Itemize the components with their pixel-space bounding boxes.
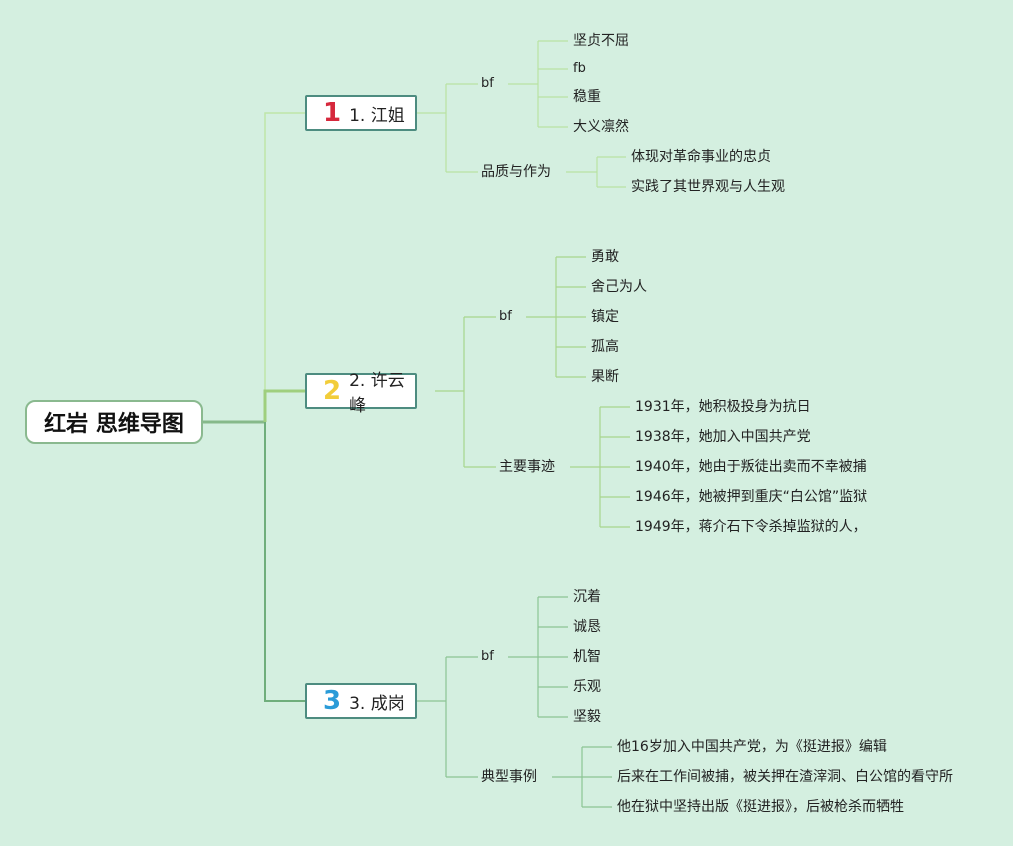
leaf-1-1-4[interactable]: 大义凛然 bbox=[573, 119, 629, 135]
number-3-icon: 3 bbox=[323, 686, 342, 716]
number-2-icon: 2 bbox=[323, 376, 342, 406]
leaf-3-1-4[interactable]: 乐观 bbox=[573, 679, 601, 695]
leaf-2-2-3[interactable]: 1940年，她由于叛徒出卖而不幸被捕 bbox=[635, 459, 867, 475]
leaf-1-1-1[interactable]: 坚贞不屈 bbox=[573, 33, 629, 49]
leaf-2-2-1[interactable]: 1931年，她积极投身为抗日 bbox=[635, 399, 811, 415]
subtopic-2-2[interactable]: 主要事迹 bbox=[499, 459, 555, 475]
branch-3-topic[interactable]: 3 3. 成岗 bbox=[305, 683, 417, 719]
subtopic-3-1[interactable]: bf bbox=[481, 649, 494, 664]
leaf-3-2-2[interactable]: 后来在工作间被捕，被关押在渣滓洞、白公馆的看守所 bbox=[617, 769, 953, 785]
leaf-2-1-5[interactable]: 果断 bbox=[591, 369, 619, 385]
leaf-2-1-2[interactable]: 舍己为人 bbox=[591, 279, 647, 295]
leaf-2-2-2[interactable]: 1938年，她加入中国共产党 bbox=[635, 429, 811, 445]
connector-2 bbox=[263, 389, 305, 422]
leaf-2-2-5[interactable]: 1949年，蒋介石下令杀掉监狱的人， bbox=[635, 519, 867, 535]
leaf-2-1-3[interactable]: 镇定 bbox=[591, 309, 619, 325]
leaf-2-1-1[interactable]: 勇敢 bbox=[591, 249, 619, 265]
leaf-1-1-3[interactable]: 稳重 bbox=[573, 89, 601, 105]
leaf-2-1-4[interactable]: 孤高 bbox=[591, 339, 619, 355]
subtopic-3-2[interactable]: 典型事例 bbox=[481, 769, 537, 785]
leaf-3-1-5[interactable]: 坚毅 bbox=[573, 709, 601, 725]
leaf-3-1-2[interactable]: 诚恳 bbox=[573, 619, 601, 635]
branch-1-topic[interactable]: 1 1. 江姐 bbox=[305, 95, 417, 131]
branch-1-label: 1. 江姐 bbox=[349, 105, 405, 126]
leaf-1-2-1[interactable]: 体现对革命事业的忠贞 bbox=[631, 149, 771, 165]
branch-2-label: 2. 许云峰 bbox=[349, 371, 405, 416]
subtopic-2-1[interactable]: bf bbox=[499, 309, 512, 324]
leaf-3-1-3[interactable]: 机智 bbox=[573, 649, 601, 665]
leaf-3-2-3[interactable]: 他在狱中坚持出版《挺进报》，后被枪杀而牺牲 bbox=[617, 799, 904, 815]
connector-3 bbox=[264, 422, 305, 702]
subtopic-1-1[interactable]: bf bbox=[481, 76, 494, 91]
leaf-1-1-2[interactable]: fb bbox=[573, 61, 586, 76]
branch-2-topic[interactable]: 2 2. 许云峰 bbox=[305, 371, 417, 416]
branch-3-label: 3. 成岗 bbox=[349, 693, 405, 714]
root-topic[interactable]: 红岩 思维导图 bbox=[25, 400, 203, 444]
leaf-3-2-1[interactable]: 他16岁加入中国共产党，为《挺进报》编辑 bbox=[617, 739, 887, 755]
subtopic-1-2[interactable]: 品质与作为 bbox=[481, 164, 551, 180]
leaf-3-1-1[interactable]: 沉着 bbox=[573, 589, 601, 605]
number-1-icon: 1 bbox=[323, 98, 342, 128]
leaf-2-2-4[interactable]: 1946年，她被押到重庆“白公馆”监狱 bbox=[635, 489, 868, 505]
leaf-1-2-2[interactable]: 实践了其世界观与人生观 bbox=[631, 179, 785, 195]
connector-1 bbox=[264, 112, 305, 422]
